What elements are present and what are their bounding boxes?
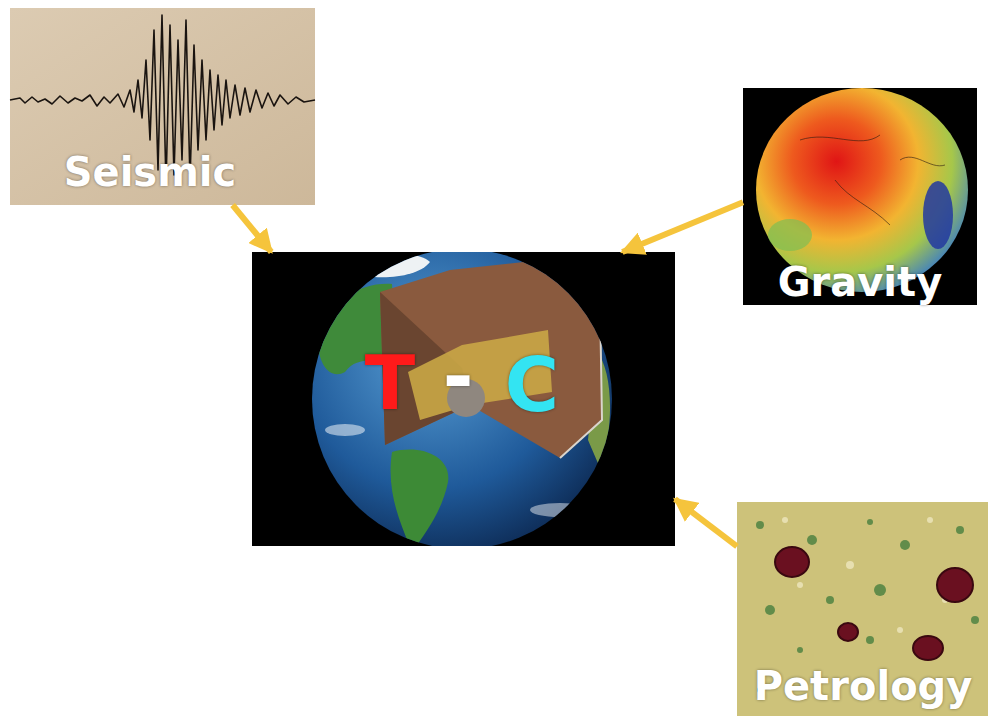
coastline [800, 135, 945, 225]
gravity-panel: Gravity [743, 88, 977, 305]
geoid-patch [768, 219, 812, 251]
arrow-connector [233, 205, 272, 252]
ice-cap [360, 254, 430, 278]
rock-grains [782, 517, 948, 633]
cloud [325, 424, 365, 436]
petrology-panel: Petrology [737, 502, 988, 716]
text-slot: C [505, 348, 559, 422]
continent [391, 450, 449, 546]
panel-label: Seismic [64, 152, 237, 192]
temperature-letter: T [365, 346, 415, 420]
cloud [530, 503, 590, 517]
text-slot: - [443, 339, 474, 413]
dash-sign: - [443, 339, 474, 413]
arrow-connector [675, 499, 737, 546]
geoid-panel [743, 88, 977, 305]
geoid-low [923, 181, 953, 249]
text-slot: Gravity [778, 262, 943, 302]
garnet [775, 547, 973, 660]
composition-letter: C [505, 348, 559, 422]
arrow-connector [622, 202, 743, 252]
globe [312, 252, 612, 546]
panel-label: Petrology [754, 666, 973, 706]
earth-panel: T-C [252, 252, 675, 546]
text-slot: Seismic [64, 152, 237, 192]
seismogram-panel [10, 8, 315, 205]
crust-edge [560, 258, 602, 458]
text-slot: Petrology [754, 666, 973, 706]
rock-sample [737, 502, 988, 716]
text-slot: T [365, 346, 415, 420]
seismic-panel: Seismic [10, 8, 315, 205]
panel-label: Gravity [778, 262, 943, 302]
